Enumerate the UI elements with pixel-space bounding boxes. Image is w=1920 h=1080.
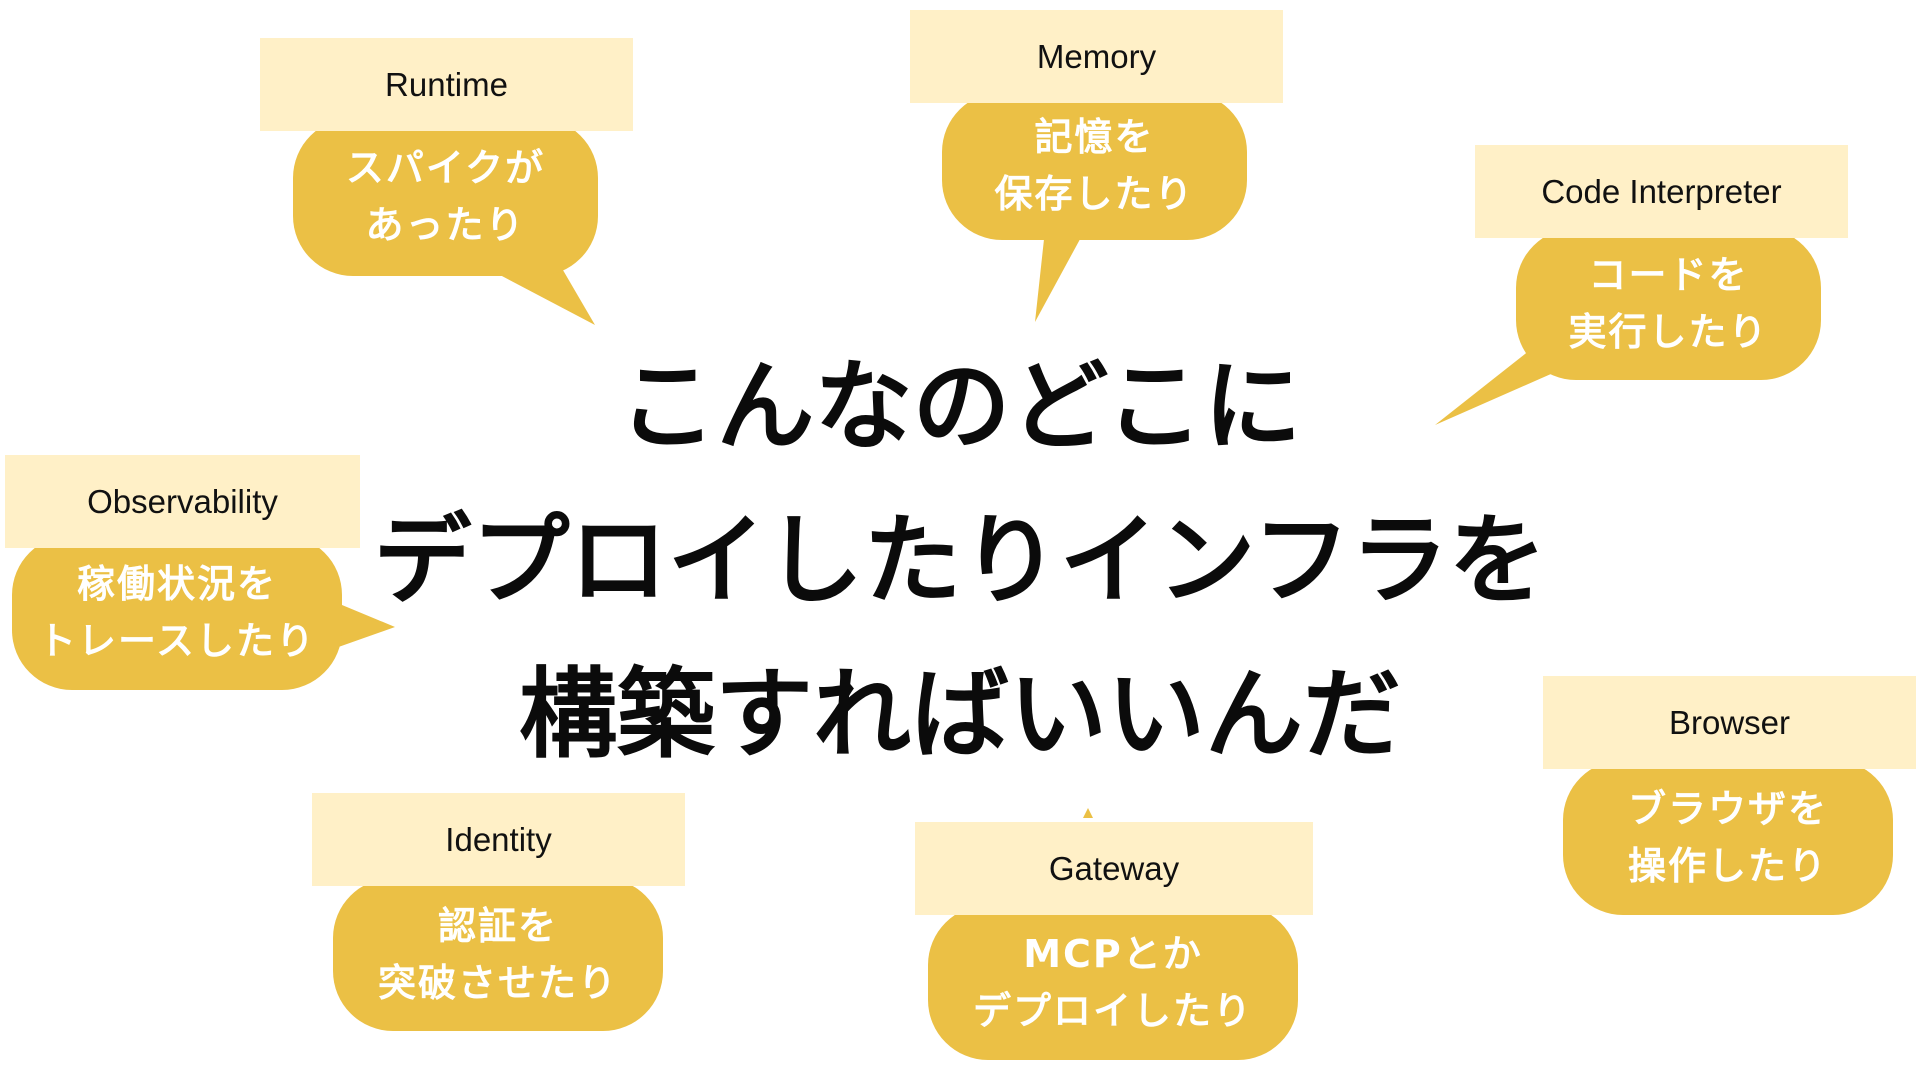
memory-text-line-1: 記憶を (1034, 115, 1155, 159)
observability-tag: Observability (5, 455, 360, 548)
gateway-text-line-2: デプロイしたり (972, 988, 1253, 1033)
browser-text-line-1: ブラウザを (1627, 786, 1828, 831)
code-interpreter-tag: Code Interpreter (1475, 145, 1848, 238)
browser-bubble: ブラウザを 操作したり (1563, 760, 1893, 915)
headline-line-3: 構築すればいいんだ (518, 658, 1401, 772)
identity-text-line-2: 突破させたり (377, 960, 618, 1005)
runtime-tag: Runtime (260, 38, 633, 131)
identity-bubble: 認証を 突破させたり (333, 878, 663, 1031)
identity-tag: Identity (312, 793, 685, 886)
observability-bubble-tail (330, 600, 395, 650)
observability-text-line-2: トレースしたり (37, 618, 317, 663)
headline-line-2: デプロイしたりインフラを (373, 504, 1547, 618)
runtime-text-line-2: あったり (365, 203, 526, 247)
gateway-bubble: MCPとか デプロイしたり (928, 905, 1298, 1060)
gateway-bubble-tail (1083, 808, 1093, 818)
browser-text-line-2: 操作したり (1627, 843, 1828, 888)
memory-tag: Memory (910, 10, 1283, 103)
runtime-text-line-1: スパイクが (345, 146, 546, 190)
code-interpreter-bubble: コードを 実行したり (1516, 228, 1821, 380)
gateway-tag: Gateway (915, 822, 1313, 915)
code-interpreter-bubble-tail (1435, 350, 1560, 425)
headline: こんなのどこに デプロイしたりインフラを 構築すればいいんだ (330, 330, 1590, 792)
memory-bubble-tail (1035, 230, 1085, 322)
gateway-text-line-1: MCPとか (1023, 931, 1203, 976)
memory-text-line-2: 保存したり (994, 172, 1195, 216)
observability-bubble: 稼働状況を トレースしたり (12, 535, 342, 690)
browser-tag: Browser (1543, 676, 1916, 769)
memory-bubble: 記憶を 保存したり (942, 92, 1247, 240)
headline-line-1: こんなのどこに (618, 350, 1302, 464)
identity-text-line-1: 認証を (437, 903, 558, 948)
runtime-bubble: スパイクが あったり (293, 118, 598, 276)
code-interpreter-text-line-1: コードを (1588, 253, 1749, 297)
observability-text-line-1: 稼働状況を (76, 561, 277, 606)
code-interpreter-text-line-2: 実行したり (1568, 310, 1769, 354)
